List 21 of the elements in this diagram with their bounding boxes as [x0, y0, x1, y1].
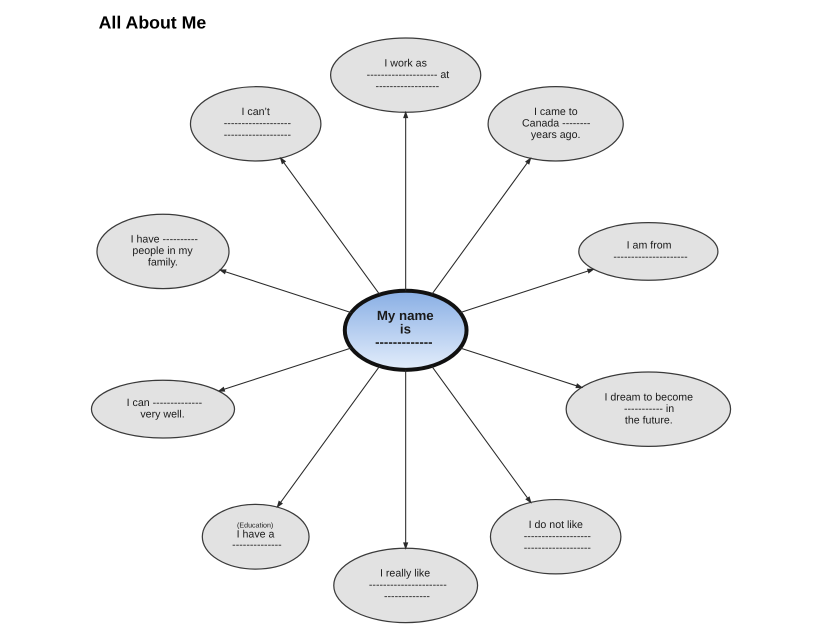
- arrow: [459, 268, 594, 314]
- arrow: [459, 347, 583, 388]
- arrow: [216, 347, 351, 392]
- node-ellipse: I am from ---------------------: [578, 222, 718, 281]
- arrow: [430, 157, 531, 295]
- node-ellipse: I really like ---------------------- -------------: [332, 548, 478, 624]
- arrow: [276, 366, 380, 508]
- arrow: [279, 156, 380, 295]
- node-ellipse: I have ---------- people in my family.: [96, 214, 230, 290]
- diagram-title: All About Me: [98, 12, 206, 32]
- node-ellipse: I can’t ------------------- -------------------: [189, 86, 322, 162]
- node-ellipse: I came to Canada -------- years ago.: [486, 86, 624, 162]
- arrow: [402, 370, 408, 550]
- node-ellipse: My name is -------------: [342, 288, 468, 372]
- node-ellipse: I dream to become ----------- in the future.: [565, 371, 731, 447]
- node-ellipse: I do not like ------------------- -------------------: [489, 498, 621, 575]
- node-ellipse: I can -------------- very well.: [90, 380, 235, 439]
- arrow: [430, 366, 532, 504]
- arrow: [402, 110, 408, 291]
- node-ellipse: I work as -------------------- at ------------------: [329, 37, 481, 113]
- arrow: [218, 269, 351, 314]
